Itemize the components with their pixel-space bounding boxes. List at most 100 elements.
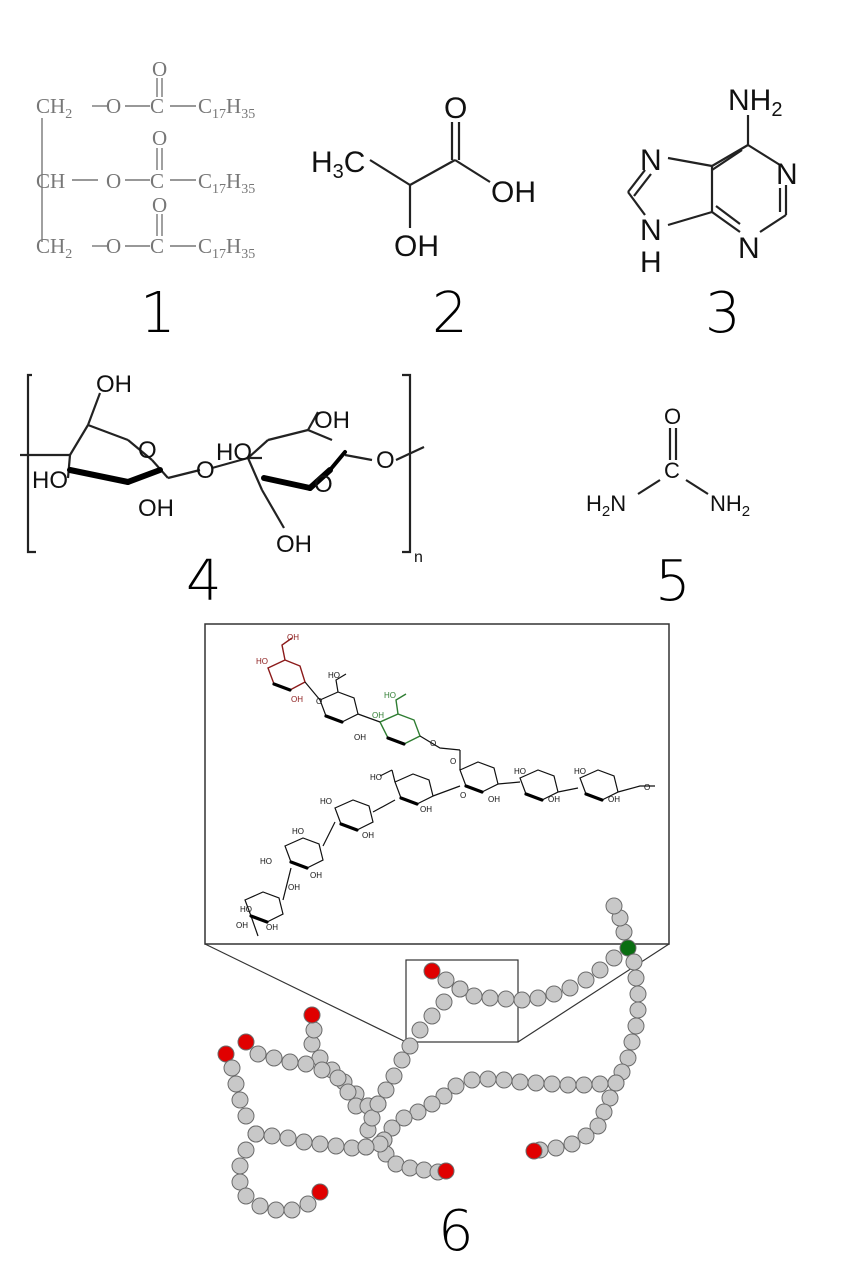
bead-gray xyxy=(377,1081,395,1099)
bead-chains xyxy=(217,897,647,1219)
bead-gray xyxy=(249,1045,267,1063)
bead-gray xyxy=(481,989,499,1007)
bead-gray xyxy=(625,953,643,971)
bead-gray xyxy=(423,1095,441,1113)
structure-5-urea: O C H2N NH2 5 xyxy=(586,404,750,614)
bead-gray xyxy=(329,1069,347,1087)
p1-ester-o-top: O xyxy=(106,94,121,118)
p2-acid-oh: OH xyxy=(491,176,536,209)
bead-gray xyxy=(385,1067,403,1085)
p5-o: O xyxy=(664,404,681,429)
bead-gray xyxy=(435,993,453,1011)
bead-gray xyxy=(513,991,531,1009)
bead-gray xyxy=(387,1155,405,1173)
inset-oh-green: OH xyxy=(372,711,384,720)
p4-o-right: O xyxy=(376,447,395,474)
structure-1-triglyceride: O O O CH2 CH CH2 O O O C C C C17H35 C17H… xyxy=(36,57,255,346)
p4-o-link: O xyxy=(196,457,215,484)
p3-nh2-sub: 2 xyxy=(771,99,782,121)
structure-3-adenine: NH2 N N N N H 3 xyxy=(627,84,798,346)
p2-carbonyl-o: O xyxy=(444,92,467,125)
p1-chain-c-top: C xyxy=(198,94,212,118)
p1-chain-h-bot: H xyxy=(226,234,241,258)
bead-gray xyxy=(313,1061,331,1079)
inset-ho-6: HO xyxy=(292,827,304,836)
inset-oh-7: OH xyxy=(310,871,322,880)
bead-gray xyxy=(401,1037,419,1055)
bead-gray xyxy=(627,969,645,987)
p3-n7: N xyxy=(640,144,662,177)
p1-ester-o-mid: O xyxy=(106,169,121,193)
inset-oh-10: OH xyxy=(266,923,278,932)
bead-gray xyxy=(303,1035,321,1053)
bead-gray xyxy=(279,1129,297,1147)
svg-text:NH2: NH2 xyxy=(728,84,782,121)
bead-gray xyxy=(435,1087,453,1105)
bead-gray xyxy=(265,1049,283,1067)
bead-gray xyxy=(297,1055,315,1073)
bead-gray xyxy=(411,1021,429,1039)
svg-text:CH2: CH2 xyxy=(36,234,72,262)
bead-gray xyxy=(395,1109,413,1127)
inset-oh-2: OH xyxy=(488,795,500,804)
inset-ho-3: HO xyxy=(574,767,586,776)
p1-sub2-top: 2 xyxy=(65,107,72,122)
p2-sub3: 3 xyxy=(333,161,344,183)
p4-subscript-n: n xyxy=(414,549,423,566)
bead-gray xyxy=(479,1070,497,1088)
inset-oh-9: OH xyxy=(236,921,248,930)
bead-gray xyxy=(627,1017,645,1035)
p1-sub35-top: 35 xyxy=(241,107,255,122)
bead-gray xyxy=(629,985,647,1003)
p3-nh2-n: NH xyxy=(728,84,771,117)
bead-gray xyxy=(371,1135,389,1153)
inset-o-3: O xyxy=(450,757,456,766)
p1-ch2-top: CH xyxy=(36,94,65,118)
p1-ch2-bot: CH xyxy=(36,234,65,258)
p4-oh-bottom1: OH xyxy=(138,495,174,522)
bead-gray xyxy=(393,1051,411,1069)
p1-chain-h-mid: H xyxy=(226,169,241,193)
p1-sub35-mid: 35 xyxy=(241,182,255,197)
bead-gray xyxy=(463,1071,481,1089)
bead-gray xyxy=(543,1075,561,1093)
bead-gray xyxy=(383,1119,401,1137)
bead-gray xyxy=(629,1001,647,1019)
p1-sub17-bot: 17 xyxy=(212,247,226,262)
bead-gray xyxy=(605,897,623,915)
inset-ho-8: HO xyxy=(240,905,252,914)
bead-gray xyxy=(497,990,515,1008)
p5-nh2-n: NH xyxy=(710,491,742,516)
p5-h2n-sub: 2 xyxy=(602,503,610,520)
bead-gray xyxy=(529,989,547,1007)
bead-red xyxy=(525,1142,543,1160)
bead-gray xyxy=(577,971,595,989)
bead-gray xyxy=(267,1201,285,1219)
p2-h3c-c: C xyxy=(344,146,366,179)
bead-gray xyxy=(591,961,609,979)
p3-n3: N xyxy=(738,232,760,265)
bead-red xyxy=(437,1162,455,1180)
bead-gray xyxy=(247,1125,265,1143)
bead-red xyxy=(303,1006,321,1024)
bead-gray xyxy=(559,1076,577,1094)
p5-h2n-h: H xyxy=(586,491,602,516)
inset-oh-8: OH xyxy=(288,883,300,892)
bead-red xyxy=(423,962,441,980)
bead-gray xyxy=(339,1083,357,1101)
bead-gray xyxy=(495,1071,513,1089)
bead-gray xyxy=(401,1159,419,1177)
bead-gray xyxy=(231,1091,249,1109)
bead-gray xyxy=(299,1195,317,1213)
p1-ester-o-bot: O xyxy=(106,234,121,258)
bead-gray xyxy=(563,1135,581,1153)
p1-o-mid: O xyxy=(152,126,167,150)
inset-molecular-sketch: HO OH OH HO O OH HO OH O O O OH HO OH HO… xyxy=(236,633,655,937)
p1-sub17-top: 17 xyxy=(212,107,226,122)
p1-c-top: C xyxy=(150,94,164,118)
bead-gray xyxy=(237,1141,255,1159)
inset-ho-5: HO xyxy=(320,797,332,806)
inset-oh-6: OH xyxy=(362,831,374,840)
bead-gray xyxy=(547,1139,565,1157)
